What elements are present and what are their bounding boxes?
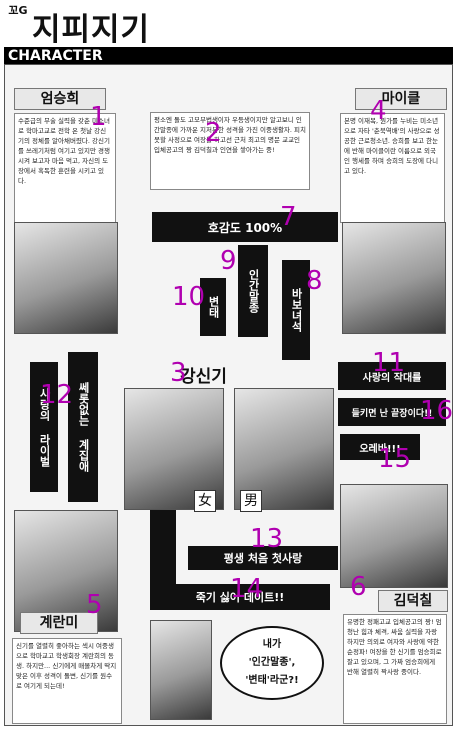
label-first-love: 평생 처음 첫사랑 xyxy=(223,552,303,565)
annotation-2: 2 xyxy=(205,118,222,148)
arrow-affection: 호감도 100% xyxy=(152,212,338,242)
logo-small: 꼬G xyxy=(8,4,28,17)
annotation-6: 6 xyxy=(350,572,367,602)
annotation-14: 14 xyxy=(230,574,264,604)
portrait-gyeran xyxy=(14,510,118,632)
arrow-caught: 들키면 난 끝장이다!! xyxy=(338,398,446,426)
annotation-16: 16 xyxy=(420,396,454,426)
name-box-gyeran: 계란미 xyxy=(20,612,98,634)
annotation-7: 7 xyxy=(280,202,297,232)
desc-kang: 평소엔 돌도 고모부법생이자 우등생이지만 알고보니 인간말종에 가까운 지저분… xyxy=(150,112,310,190)
arrow-love-rival: 사랑의 라이벌 xyxy=(30,362,58,492)
arrow-rude-girl: 쎄롯없는 계집애 xyxy=(68,352,98,502)
label-date: 죽기 싫어 데이트!! xyxy=(195,591,285,604)
label-orebar: 오레바!!! xyxy=(359,443,401,455)
label-caught: 들키면 난 끝장이다!! xyxy=(351,408,433,419)
bubble-line-2: '인간말종', xyxy=(248,657,296,668)
arrow-date: 죽기 싫어 데이트!! xyxy=(150,584,330,610)
name-box-eom: 엄승희 xyxy=(14,88,106,110)
annotation-10: 10 xyxy=(172,282,206,312)
annotation-15: 15 xyxy=(378,444,412,474)
annotation-5: 5 xyxy=(86,590,103,620)
annotation-12: 12 xyxy=(40,380,74,410)
portrait-eom xyxy=(14,222,118,334)
desc-kim: 유명한 정패고교 입체공고의 짱! 엄청난 힘과 체격, 싸움 실력을 자랑하지… xyxy=(343,614,447,724)
name-eom: 엄승희 xyxy=(40,91,80,107)
portrait-kang-female xyxy=(124,388,224,510)
desc-gyeran: 신기를 열렬히 좋아하는 섹시 여중생으로 학마교고 학생회장 계란희의 동생.… xyxy=(12,638,122,724)
figure-kang-small xyxy=(150,620,212,720)
bubble-line-3: '변태'라군?! xyxy=(245,675,299,686)
label-idiot: 바보녀석 xyxy=(290,288,303,332)
section-band: CHARACTER xyxy=(4,47,453,65)
section-label: CHARACTER xyxy=(8,48,103,64)
arrow-human-scum: 인간말종 xyxy=(238,245,268,337)
label-pervert: 변태 xyxy=(207,296,220,318)
annotation-13: 13 xyxy=(250,524,284,554)
name-gyeran: 계란미 xyxy=(39,615,79,631)
annotation-11: 11 xyxy=(372,348,406,378)
label-affection: 호감도 100% xyxy=(207,220,283,235)
annotation-8: 8 xyxy=(306,266,323,296)
annotation-9: 9 xyxy=(220,246,237,276)
annotation-1: 1 xyxy=(90,102,107,132)
bubble-line-1: 내가 xyxy=(262,639,282,650)
portrait-michael xyxy=(342,222,446,334)
arrow-orebar: 오레바!!! xyxy=(340,434,420,460)
desc-michael: 본명 이재복, 뭔가를 누비는 미소년으로 자타 '춘북역배'의 사랑으로 성공… xyxy=(340,113,445,223)
badge-female: 女 xyxy=(194,490,216,512)
portrait-kang-male xyxy=(234,388,334,510)
badge-male: 男 xyxy=(240,490,262,512)
arrow-love: 사랑의 작대를 xyxy=(338,362,446,390)
arrow-pervert: 변태 xyxy=(200,278,226,336)
logo-title: 지피지기 xyxy=(32,12,151,48)
arrow-first-love: 평생 처음 첫사랑 xyxy=(188,546,338,570)
arrow-idiot: 바보녀석 xyxy=(282,260,310,360)
name-box-michael: 마이클 xyxy=(355,88,447,110)
label-human-scum: 인간말종 xyxy=(247,269,260,313)
center-name: 강신기 xyxy=(180,367,227,387)
speech-bubble: 내가 '인간말종', '변태'라군?! xyxy=(220,626,324,700)
desc-eom: 수준급의 무술 실력을 갖춘 미소녀로 학마고교로 전학 온 첫날 강신기의 정… xyxy=(14,113,116,223)
portrait-kim xyxy=(340,484,448,588)
label-rude-girl: 쎄롯없는 계집애 xyxy=(77,382,90,472)
name-michael: 마이클 xyxy=(381,91,421,107)
annotation-4: 4 xyxy=(370,96,387,126)
label-love: 사랑의 작대를 xyxy=(362,372,422,384)
name-box-kim: 김덕칠 xyxy=(378,590,448,612)
name-kim: 김덕칠 xyxy=(393,593,433,609)
annotation-3: 3 xyxy=(170,358,187,388)
label-love-rival: 사랑의 라이벌 xyxy=(38,387,51,467)
